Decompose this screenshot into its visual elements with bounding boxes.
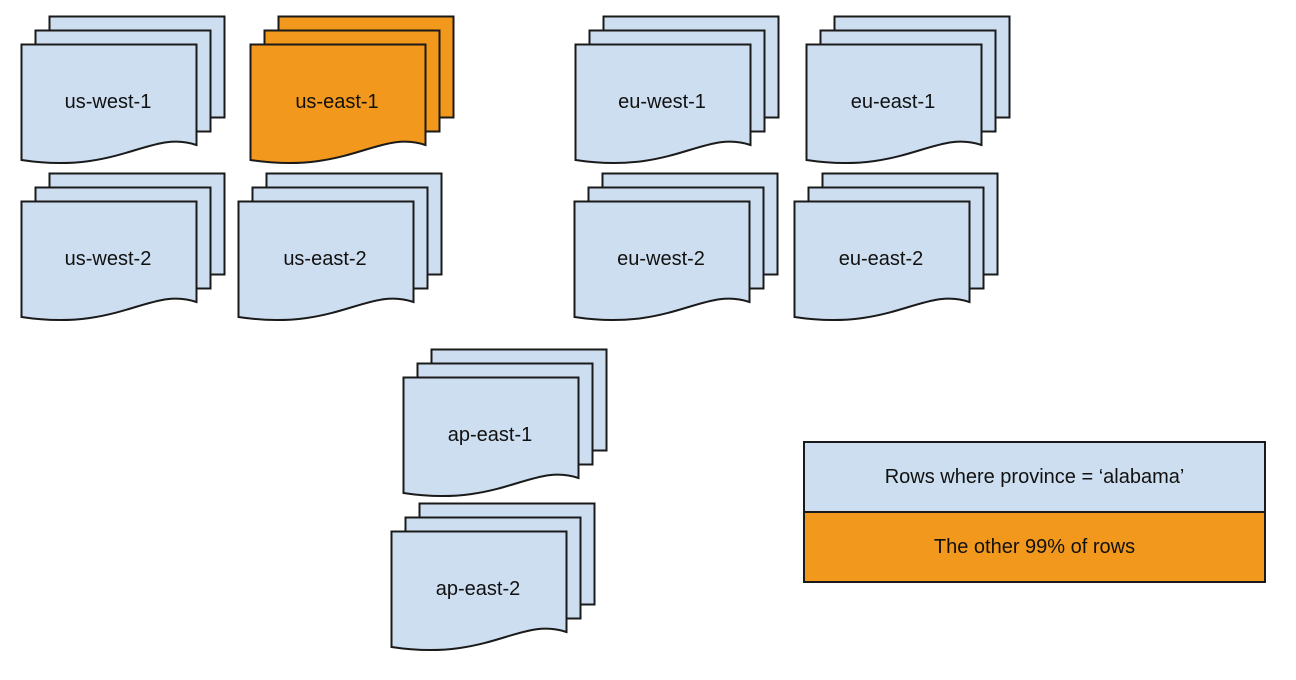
legend-item-label: Rows where province = ‘alabama’ (884, 465, 1185, 488)
document-stack-icon (237, 172, 443, 322)
legend-item-other-rows: The other 99% of rows (805, 513, 1264, 581)
document-stack-icon (20, 172, 226, 322)
document-stack-ap-east-2: ap-east-2 (390, 502, 596, 657)
document-stack-icon (793, 172, 999, 322)
document-stack-icon (249, 15, 455, 165)
legend-item-label: The other 99% of rows (933, 535, 1136, 558)
document-stack-icon (402, 348, 608, 498)
document-stack-us-east-1: us-east-1 (249, 15, 455, 170)
document-stack-eu-west-2: eu-west-2 (573, 172, 779, 327)
document-stack-eu-east-1: eu-east-1 (805, 15, 1011, 170)
document-stack-us-west-2: us-west-2 (20, 172, 226, 327)
document-stack-icon (573, 172, 779, 322)
document-stack-eu-west-1: eu-west-1 (574, 15, 780, 170)
document-stack-icon (574, 15, 780, 165)
document-stack-icon (20, 15, 226, 165)
document-stack-icon (805, 15, 1011, 165)
legend: Rows where province = ‘alabama’ The othe… (803, 441, 1266, 583)
document-stack-ap-east-1: ap-east-1 (402, 348, 608, 503)
document-stack-us-west-1: us-west-1 (20, 15, 226, 170)
document-stack-icon (390, 502, 596, 652)
legend-item-alabama-rows: Rows where province = ‘alabama’ (805, 443, 1264, 513)
document-stack-eu-east-2: eu-east-2 (793, 172, 999, 327)
document-stack-us-east-2: us-east-2 (237, 172, 443, 327)
